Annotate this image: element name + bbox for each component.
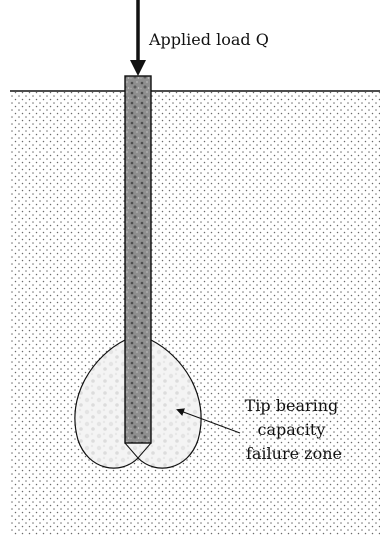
failure-zone-label-line2: capacity — [258, 420, 326, 439]
failure-zone-label: Tip bearing capacity failure zone — [245, 396, 344, 463]
failure-zone-label-line3: failure zone — [246, 444, 342, 463]
soil-mass — [10, 92, 380, 535]
failure-zone-label-line1: Tip bearing — [245, 396, 339, 415]
applied-load-label: Applied load Q — [148, 30, 269, 49]
arrow-head-icon — [130, 60, 146, 76]
pile-shaft — [125, 76, 151, 443]
